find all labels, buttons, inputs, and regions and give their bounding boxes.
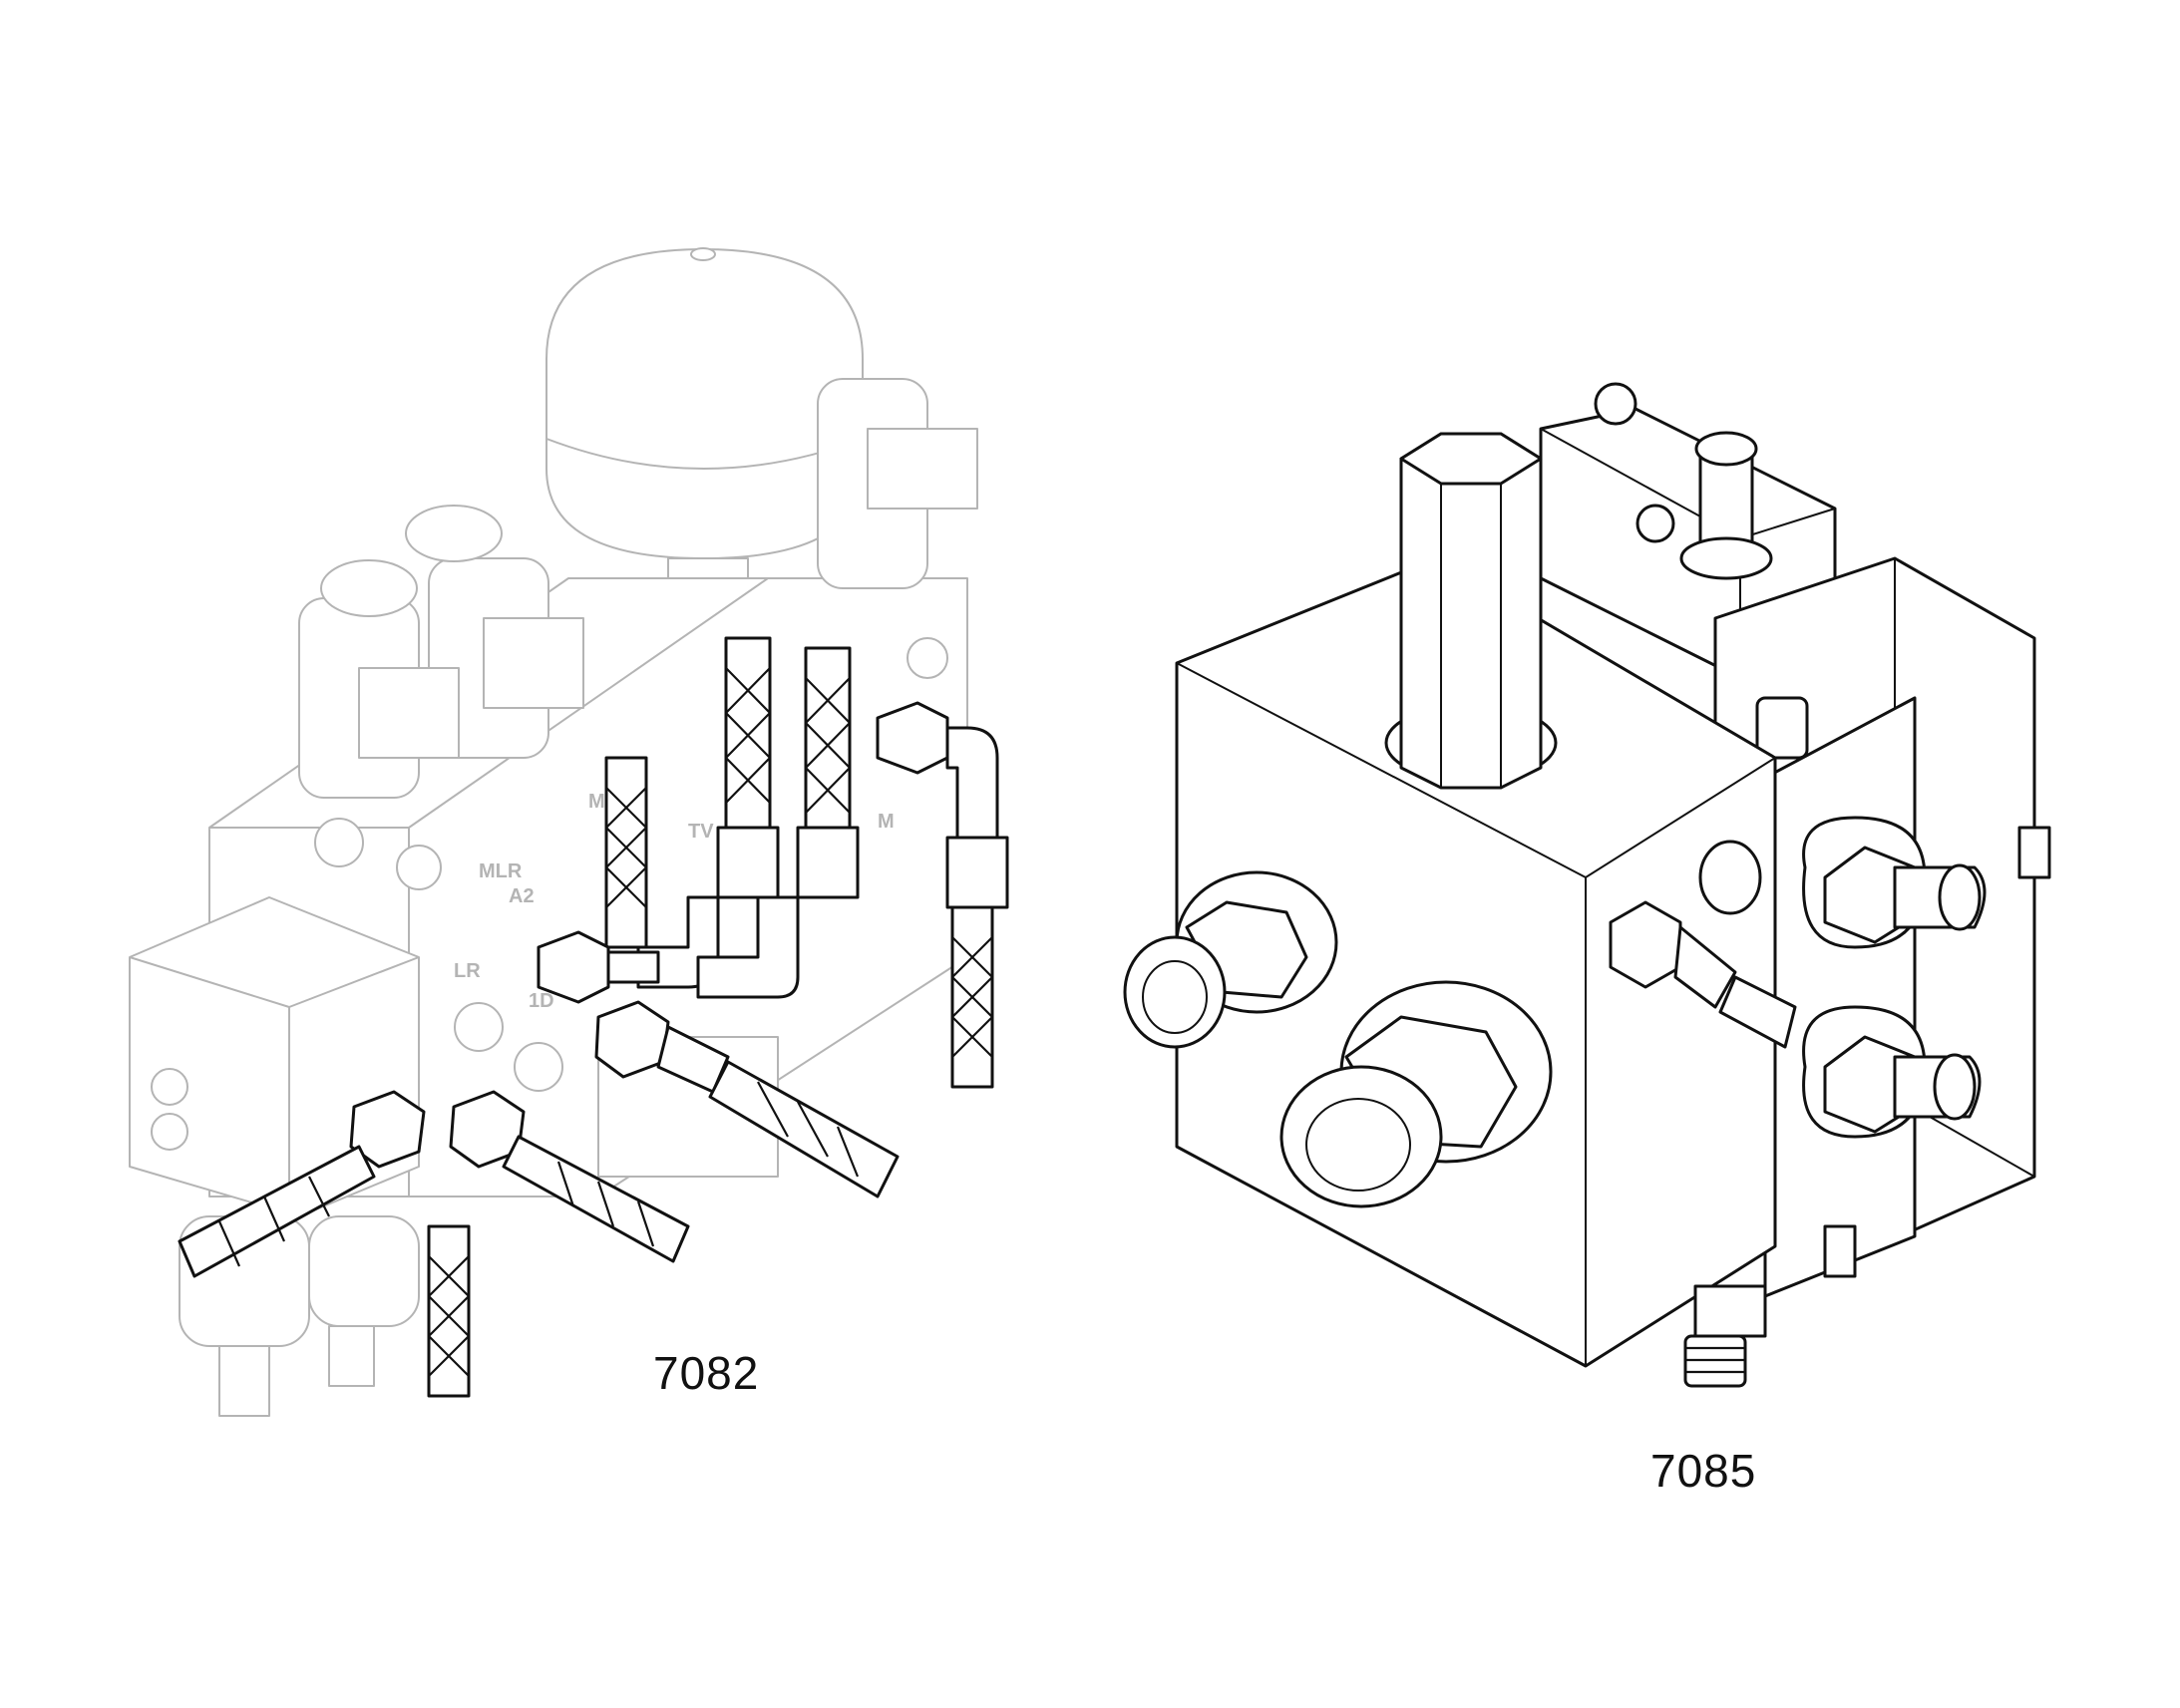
hose-right-elbow bbox=[876, 701, 1009, 1089]
ghost-port-label: TV bbox=[688, 821, 714, 843]
figure-label-7085: 7085 bbox=[1650, 1445, 1757, 1497]
hose-diagonal-left-1 bbox=[178, 1090, 426, 1278]
hose-diagonal-right bbox=[594, 1000, 900, 1198]
left-assembly: MLR A2 LR TV M MM 1D MD6 bbox=[129, 247, 1009, 1417]
ghost-port-label: A2 bbox=[509, 885, 535, 907]
side-port-upper bbox=[1802, 816, 1987, 949]
figure-label-7082: 7082 bbox=[653, 1347, 760, 1399]
hex-column bbox=[1384, 432, 1558, 790]
right-assembly bbox=[1123, 382, 2051, 1388]
rear-block-top bbox=[1539, 382, 1837, 680]
hose-vertical-3 bbox=[796, 646, 860, 899]
left-hoses bbox=[178, 636, 1009, 1398]
ghost-port-label: M bbox=[878, 811, 895, 833]
ghost-port-label: MLR bbox=[479, 860, 523, 882]
hose-vertical-2 bbox=[716, 636, 780, 899]
left-ghost-body: MLR A2 LR TV M MM 1D MD6 bbox=[129, 247, 978, 1417]
bottom-fittings bbox=[1683, 1224, 1857, 1388]
hose-diagonal-left-2 bbox=[427, 1090, 690, 1398]
ghost-port-label: LR bbox=[454, 960, 481, 982]
front-port-right-fitting bbox=[1609, 840, 1797, 1049]
hose-vertical-1 bbox=[604, 756, 648, 949]
ghost-port-label: 1D bbox=[529, 990, 554, 1012]
front-port-center bbox=[1279, 980, 1553, 1208]
front-port-left bbox=[1123, 870, 1338, 1049]
side-block bbox=[1763, 696, 1917, 1298]
side-port-lower bbox=[1802, 1005, 1982, 1139]
fitting-left-nut bbox=[537, 930, 660, 1004]
